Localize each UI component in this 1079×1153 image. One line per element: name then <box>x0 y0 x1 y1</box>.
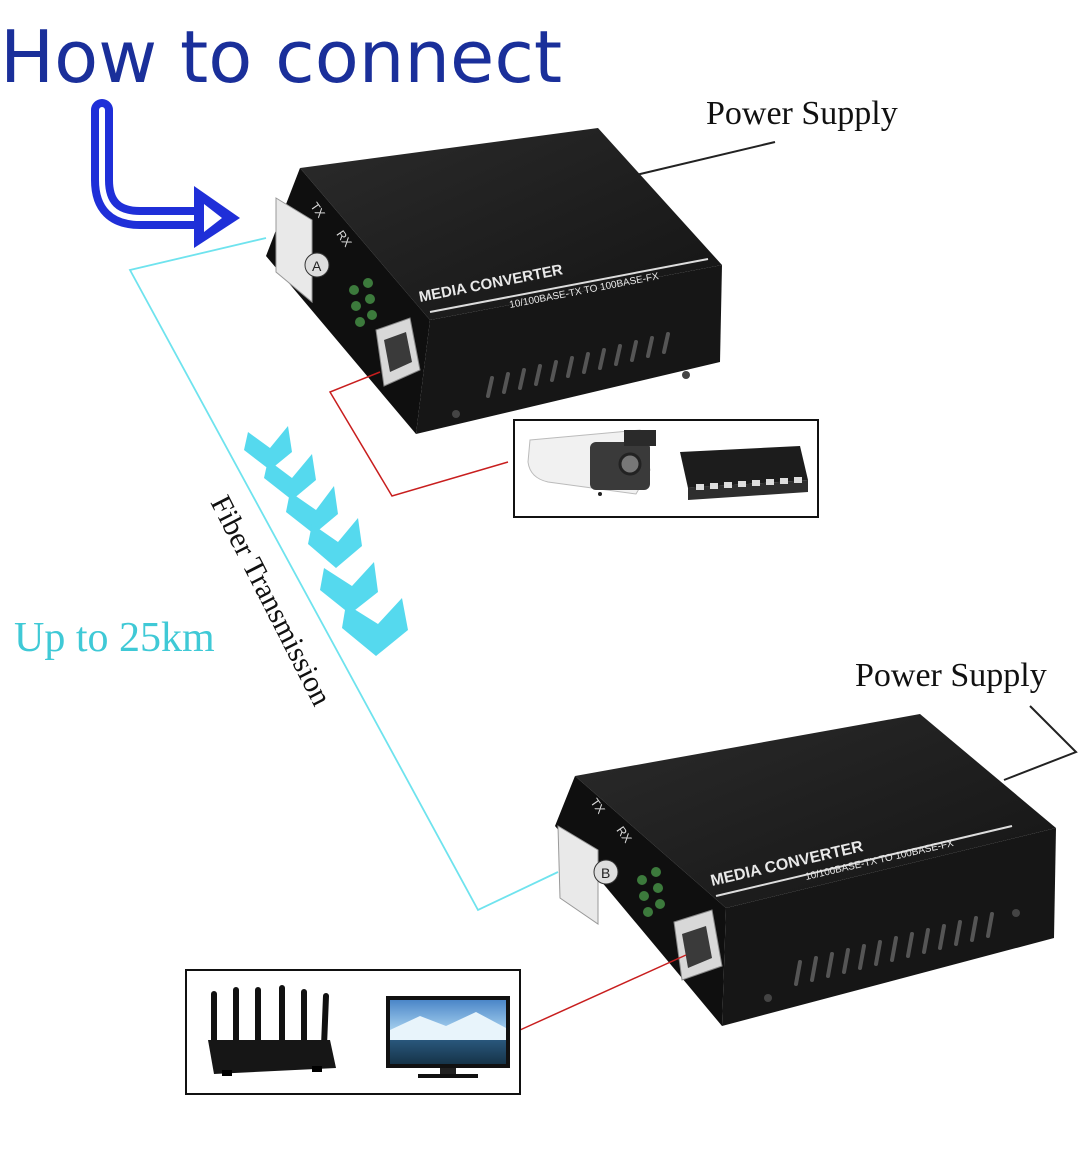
port-mark-b <box>593 859 619 885</box>
port-mark-a <box>304 252 330 278</box>
connect-arrow-icon <box>91 99 240 248</box>
status-leds-bottom <box>637 867 665 917</box>
ethernet-cable-bottom <box>519 954 687 1031</box>
distance-label: Up to 25km <box>14 615 215 661</box>
monitor-icon <box>386 996 510 1078</box>
bottom-devices-box <box>185 969 521 1095</box>
rj45-port-bottom <box>673 909 723 981</box>
power-supply-leader-bottom <box>1003 705 1078 781</box>
status-leds-top <box>349 278 377 327</box>
media-converter-bottom: B TX RX MEDIA CONVERTER 10/100BASE-TX TO… <box>555 714 1056 1026</box>
power-supply-label-bottom: Power Supply <box>855 657 1047 694</box>
power-supply-label-top: Power Supply <box>706 95 898 132</box>
port-mark-b-label: B <box>601 865 610 881</box>
port-mark-a-label: A <box>312 258 322 274</box>
network-switch-icon <box>680 446 808 500</box>
transmission-chevrons-icon <box>244 426 408 656</box>
camera-icon <box>527 429 656 496</box>
ethernet-cable-top <box>328 371 509 497</box>
vents-bottom <box>794 912 994 986</box>
power-supply-leader-top <box>635 141 776 176</box>
fiber-cable <box>128 237 559 912</box>
vents-top <box>486 332 670 398</box>
media-converter-top: A TX RX MEDIA CONVERTER 10/100BASE-TX TO… <box>266 128 722 434</box>
page-title: How to connect <box>0 15 562 99</box>
router-icon <box>208 985 336 1076</box>
rj45-port-top <box>375 317 421 387</box>
